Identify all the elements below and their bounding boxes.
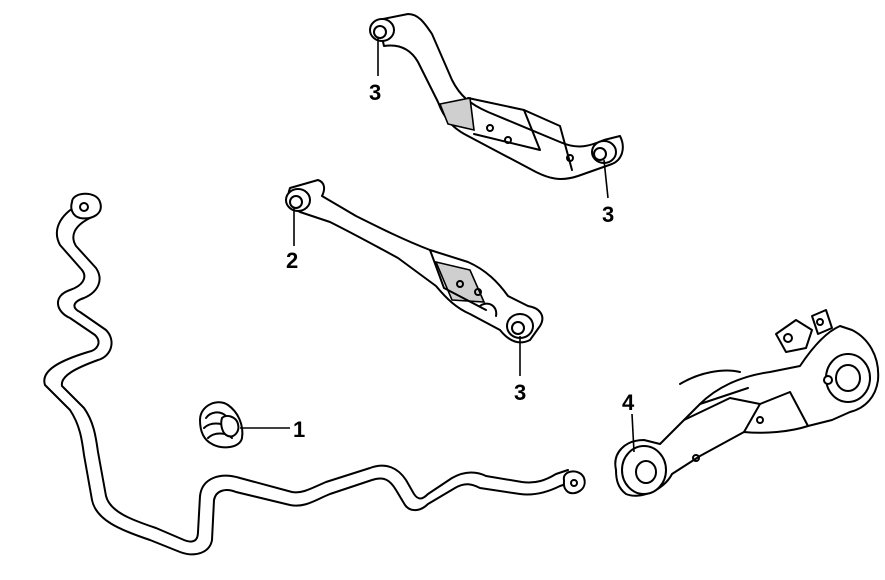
stabilizer-bar: [43, 192, 586, 556]
upper-lateral-arm: [369, 13, 624, 180]
callout-3-top: 3: [369, 80, 381, 105]
callout-2: 2: [286, 248, 298, 273]
lower-lateral-arm: [285, 179, 544, 344]
leader-4: [631, 413, 635, 453]
callout-4: 4: [622, 390, 635, 415]
stabilizer-bushing: [199, 401, 244, 449]
leader-lines: [240, 38, 635, 453]
callout-3-mid: 3: [514, 380, 526, 405]
leader-3-right: [603, 159, 609, 199]
trailing-arm-knuckle: [614, 309, 880, 497]
callout-3-right: 3: [602, 202, 614, 227]
callout-1: 1: [293, 417, 305, 442]
